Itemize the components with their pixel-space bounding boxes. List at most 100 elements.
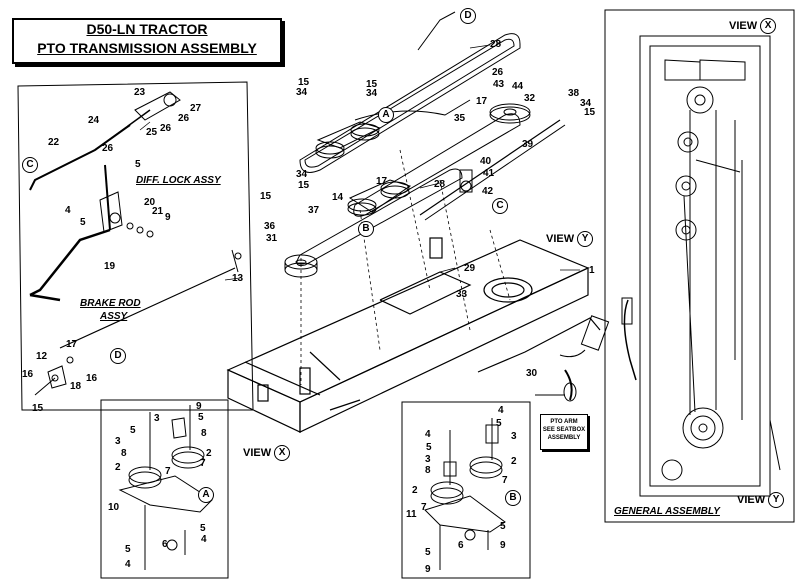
part-label-4: 4	[498, 405, 504, 416]
part-label-9: 9	[196, 401, 202, 412]
part-label-23: 23	[134, 87, 146, 98]
panel-general-assembly	[604, 9, 795, 523]
pulley-group-a-top	[315, 121, 382, 159]
part-label-26: 26	[102, 143, 114, 154]
part-label-44: 44	[512, 81, 524, 92]
part-label-40: 40	[480, 156, 492, 167]
part-label-8: 8	[201, 428, 207, 439]
title-line-2: PTO TRANSMISSION ASSEMBLY	[37, 40, 257, 56]
pto-note-line-3: ASSEMBLY	[547, 435, 581, 441]
panel-detail-a	[100, 399, 229, 579]
part-label-15: 15	[298, 180, 310, 191]
part-label-5: 5	[80, 217, 86, 228]
part-label-5: 5	[496, 418, 502, 429]
part-label-5: 5	[125, 544, 131, 555]
view-y-label-main: VIEW Y	[546, 231, 594, 247]
part-label-5: 5	[425, 547, 431, 558]
part-label-26: 26	[160, 123, 172, 134]
part-label-41: 41	[483, 168, 495, 179]
part-label-3: 3	[115, 436, 121, 447]
view-x-circle: X	[274, 445, 291, 461]
part-label-3: 3	[154, 413, 160, 424]
belt-28-upper	[299, 33, 521, 173]
callout-a-detail: A	[198, 487, 214, 503]
pulley-group-b-top	[347, 179, 412, 216]
part-label-29: 29	[464, 263, 476, 274]
part-label-5: 5	[200, 523, 206, 534]
cable-d-top	[417, 11, 456, 51]
part-label-4: 4	[425, 429, 431, 440]
part-label-12: 12	[36, 351, 48, 362]
part-label-28: 28	[434, 179, 446, 190]
part-label-15: 15	[260, 191, 272, 202]
callout-d-top: D	[460, 8, 476, 24]
part-label-14: 14	[332, 192, 344, 203]
part-label-15: 15	[366, 79, 378, 90]
view-text: VIEW	[729, 20, 758, 32]
part-label-2: 2	[511, 456, 517, 467]
view-x-label-main: VIEW X	[243, 445, 291, 461]
pto-note-line-1: PTO ARM	[550, 419, 578, 425]
part-label-34: 34	[296, 169, 308, 180]
part-label-34: 34	[366, 88, 378, 99]
part-label-26: 26	[492, 67, 504, 78]
cable-30	[477, 317, 601, 373]
part-label-6: 6	[458, 540, 464, 551]
caption-brake-rod-2: ASSY	[100, 311, 128, 322]
callout-c-right: C	[492, 198, 508, 214]
part-label-4: 4	[125, 559, 131, 570]
part-label-37: 37	[308, 205, 320, 216]
part-label-33: 33	[456, 289, 468, 300]
part-label-24: 24	[88, 115, 100, 126]
belt-28-lower	[296, 113, 521, 266]
callout-c-left: C	[22, 157, 38, 173]
pulley-32	[489, 103, 531, 124]
callout-d-left: D	[110, 348, 126, 364]
view-text: VIEW	[546, 233, 575, 245]
part-label-3: 3	[425, 454, 431, 465]
part-label-31: 31	[266, 233, 278, 244]
part-label-13: 13	[232, 273, 244, 284]
part-label-21: 21	[152, 206, 164, 217]
callout-a-top: A	[378, 107, 394, 123]
part-label-7: 7	[421, 502, 427, 513]
part-label-15: 15	[584, 107, 596, 118]
part-label-38: 38	[568, 88, 580, 99]
part-label-34: 34	[296, 87, 308, 98]
part-label-15: 15	[32, 403, 44, 414]
title-box: D50-LN TRACTOR PTO TRANSMISSION ASSEMBLY	[12, 18, 282, 64]
part-label-26: 26	[178, 113, 190, 124]
part-label-22: 22	[48, 137, 60, 148]
part-label-15: 15	[298, 77, 310, 88]
part-label-2: 2	[206, 448, 212, 459]
part-label-25: 25	[146, 127, 158, 138]
part-label-17: 17	[476, 96, 488, 107]
pto-arm-note: PTO ARM SEE SEATBOX ASSEMBLY	[540, 414, 588, 450]
callout-b-top: B	[358, 221, 374, 237]
pulley-31	[284, 254, 318, 278]
part-label-5: 5	[135, 159, 141, 170]
view-y-circle: Y	[768, 492, 785, 508]
part-label-5: 5	[500, 521, 506, 532]
part-label-9: 9	[500, 540, 506, 551]
part-label-4: 4	[201, 534, 207, 545]
caption-brake-rod-1: BRAKE ROD	[80, 298, 141, 309]
detail-a-drawing	[118, 405, 213, 570]
part-label-6: 6	[162, 539, 168, 550]
cable-35	[354, 99, 471, 121]
part-label-11: 11	[406, 509, 417, 520]
part-label-39: 39	[522, 139, 534, 150]
part-label-9: 9	[425, 564, 431, 575]
callout-b-detail: B	[505, 490, 521, 506]
part-label-8: 8	[121, 448, 127, 459]
part-label-35: 35	[454, 113, 466, 124]
part-label-3: 3	[511, 431, 517, 442]
part-label-42: 42	[482, 186, 494, 197]
part-label-2: 2	[115, 462, 121, 473]
diff-lock-assembly	[29, 91, 242, 396]
view-x-label-general: VIEW X	[729, 18, 777, 34]
part-label-17: 17	[376, 176, 388, 187]
part-label-18: 18	[70, 381, 82, 392]
